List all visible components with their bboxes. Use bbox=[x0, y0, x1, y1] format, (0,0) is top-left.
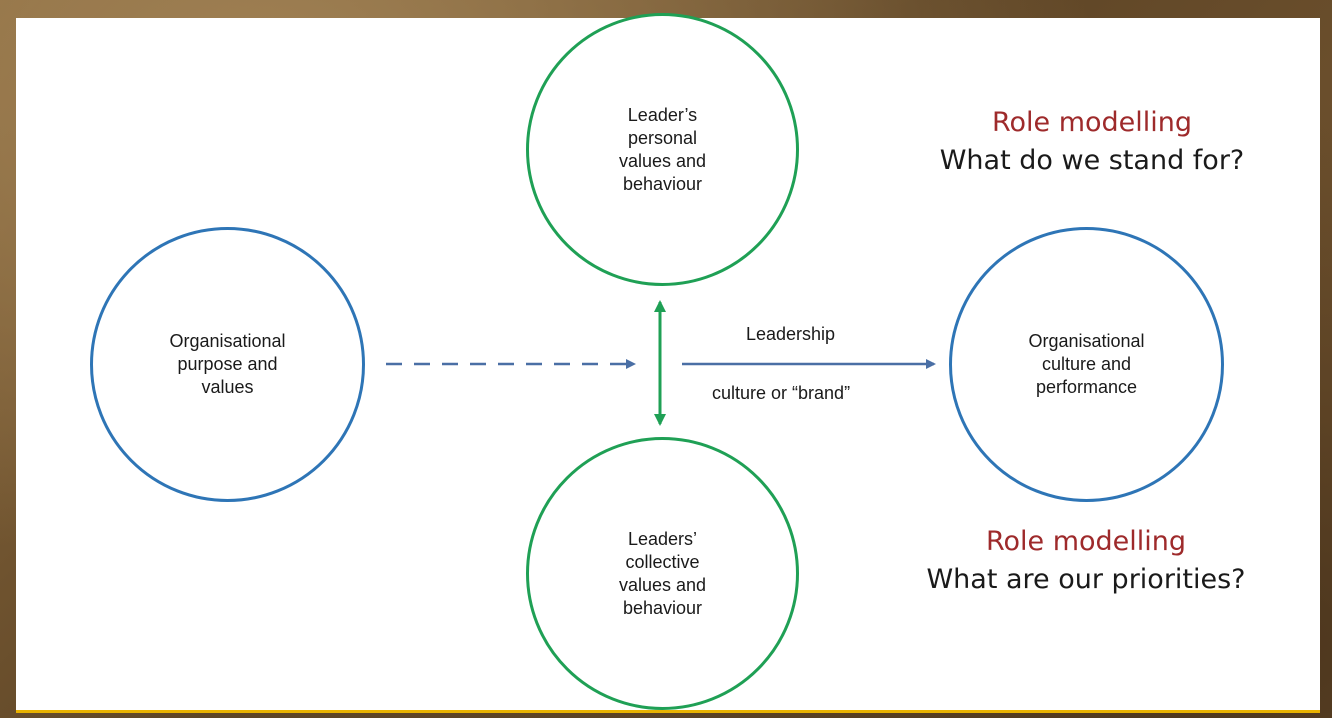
node-organisational-culture-label: Organisational culture and performance bbox=[1028, 331, 1145, 397]
node-leaders-collective-values: Leaders’ collective values and behaviour bbox=[526, 437, 799, 710]
node-organisational-culture: Organisational culture and performance bbox=[949, 227, 1224, 502]
callout-bottom: Role modelling What are our priorities? bbox=[880, 525, 1292, 597]
callout-top: Role modelling What do we stand for? bbox=[886, 106, 1298, 178]
edge-label-leadership: Leadership bbox=[746, 324, 836, 344]
node-leader-personal-values: Leader’s personal values and behaviour bbox=[526, 13, 799, 286]
callout-top-question: What do we stand for? bbox=[939, 145, 1245, 176]
callout-bottom-title: Role modelling bbox=[985, 526, 1187, 557]
node-leader-personal-values-label: Leader’s personal values and behaviour bbox=[618, 104, 707, 194]
callout-top-title: Role modelling bbox=[991, 107, 1193, 138]
node-leaders-collective-values-label: Leaders’ collective values and behaviour bbox=[618, 528, 707, 618]
node-organisational-purpose: Organisational purpose and values bbox=[90, 227, 365, 502]
callout-bottom-question: What are our priorities? bbox=[926, 564, 1246, 595]
node-organisational-purpose-label: Organisational purpose and values bbox=[169, 331, 286, 397]
edge-label-brand: culture or “brand” bbox=[712, 383, 851, 403]
